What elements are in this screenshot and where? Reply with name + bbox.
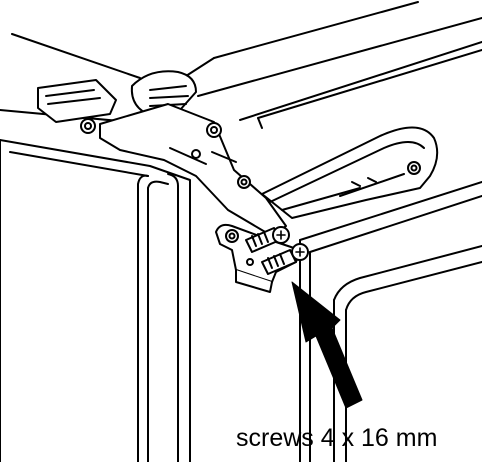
pointer-arrow [291,281,363,409]
screw-upper [245,226,290,253]
screw-lower [261,243,309,275]
screw-size-caption: screws 4 x 16 mm [236,424,438,452]
hinge-door-plate [37,79,117,134]
door-panel [0,139,191,462]
hinge-lever-arm [261,126,439,219]
hinge-body [99,70,287,237]
cabinet-side-wall [239,41,482,462]
